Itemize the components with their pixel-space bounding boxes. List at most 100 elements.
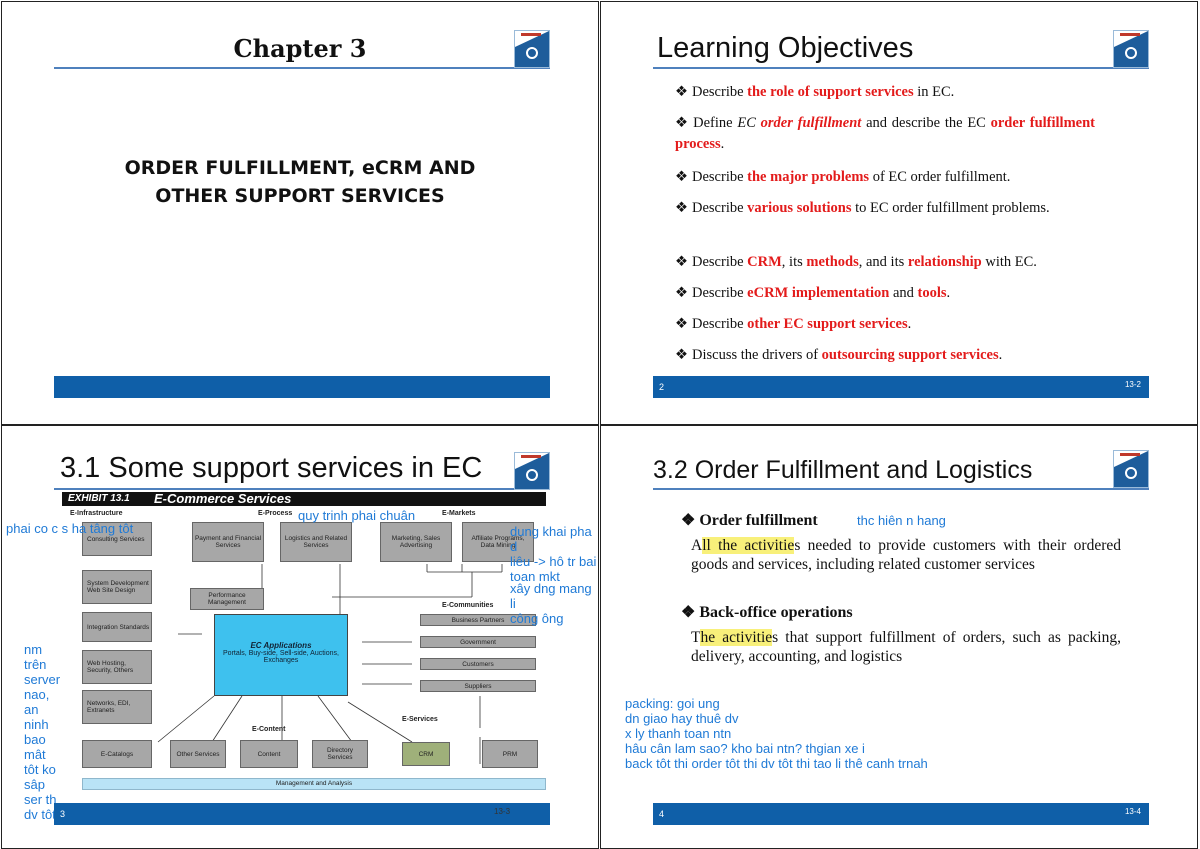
- bullet-icon: ❖: [675, 115, 690, 131]
- section-label: E-Markets: [442, 510, 476, 517]
- ec-applications-text: Portals, Buy-side, Sell-side, Auctions, …: [223, 650, 339, 664]
- page-number: 4: [659, 809, 665, 819]
- objective-text: , and its: [858, 254, 908, 270]
- objective-text: Describe: [692, 254, 748, 270]
- slide-footer: 4 13-4: [653, 803, 1149, 825]
- objective-emphasis: the major problems: [747, 169, 870, 185]
- handwritten-note: dung khai pha d liêu -> hô tr bai toan m…: [510, 524, 598, 584]
- objective-emphasis: other EC support services: [747, 316, 908, 332]
- slide-footer: 2 13-2: [653, 376, 1149, 398]
- slide-code: 13-3: [494, 807, 511, 816]
- note-line: ninh: [24, 717, 49, 732]
- infra-box: System Development Web Site Design: [82, 570, 152, 604]
- heading-text: Order fulfillment: [699, 512, 818, 529]
- note-line: tôt ko: [24, 762, 56, 777]
- objective-text: in EC.: [913, 84, 955, 100]
- service-box: PRM: [482, 740, 538, 768]
- objective-emphasis: order fulfillment process: [675, 115, 1095, 152]
- bullet-icon: ❖: [675, 285, 688, 301]
- text-part: s needed to provide customers with their…: [691, 537, 1121, 573]
- objective-text: to EC order fulfillment problems.: [851, 200, 1050, 216]
- slide-footer: 3 13-3: [54, 803, 550, 825]
- objective-text: Describe: [692, 84, 748, 100]
- note-line: nao,: [24, 687, 50, 702]
- objective-text: with EC.: [981, 254, 1037, 270]
- bullet-icon: ❖: [675, 254, 688, 270]
- exhibit-header: EXHIBIT 13.1 E-Commerce Services: [62, 491, 546, 506]
- objective-text: Discuss the drivers of: [692, 347, 822, 363]
- objective-item: ❖Describe the role of support services i…: [675, 82, 1095, 103]
- community-box: Business Partners: [420, 614, 536, 626]
- objective-italic: EC: [737, 115, 756, 131]
- handwritten-note: thc hiên n hang: [857, 513, 946, 528]
- slide-code: 13-2: [1124, 380, 1141, 389]
- service-box: Directory Services: [312, 740, 368, 768]
- objective-item: ❖Discuss the drivers of outsourcing supp…: [675, 345, 1095, 366]
- exhibit-title: E-Commerce Services: [154, 491, 292, 506]
- objective-emphasis: eCRM implementation: [747, 285, 890, 301]
- note-line: dung khai pha d: [510, 524, 592, 554]
- title-rule: [54, 67, 550, 69]
- page-number: 3: [60, 809, 66, 819]
- publisher-logo-icon: [1113, 450, 1149, 488]
- objective-emphasis: order fulfillment: [760, 115, 862, 131]
- section-label: E-Infrastructure: [70, 510, 123, 517]
- title-rule: [653, 67, 1149, 69]
- publisher-logo-icon: [514, 30, 550, 68]
- process-box: Payment and Financial Services: [192, 522, 264, 562]
- objective-text: .: [720, 136, 725, 152]
- process-box: Logistics and Related Services: [280, 522, 352, 562]
- objective-emphasis: CRM: [747, 254, 782, 270]
- ec-applications-box: EC Applications Portals, Buy-side, Sell-…: [214, 614, 348, 696]
- note-line: dv tôt: [24, 807, 56, 822]
- publisher-logo-icon: [1113, 30, 1149, 68]
- management-bar: Management and Analysis: [82, 778, 546, 790]
- handwritten-note: xây dng mang li công ông: [510, 581, 598, 626]
- slide-footer: [54, 376, 550, 398]
- note-line: công ông: [510, 611, 564, 626]
- note-line: hâu cân lam sao? kho bai ntn? thgian xe …: [625, 741, 865, 756]
- objective-text: .: [946, 285, 951, 301]
- note-line: sâp: [24, 777, 45, 792]
- exhibit-label: EXHIBIT 13.1: [68, 493, 130, 504]
- bullet-heading: ❖ Order fulfillment: [681, 510, 818, 530]
- note-line: back tôt thi order tôt thi dv tôt thi ta…: [625, 756, 928, 771]
- slide-3: 3.1 Some support services in EC EXHIBIT …: [1, 425, 599, 849]
- objective-emphasis: relationship: [907, 254, 982, 270]
- chapter-subtitle: ORDER FULFILLMENT, eCRM AND OTHER SUPPOR…: [2, 154, 598, 210]
- exhibit-connectors: [157, 564, 503, 764]
- text-part: T: [691, 629, 701, 646]
- objective-item: ❖Describe CRM, its methods, and its rela…: [675, 252, 1095, 273]
- objective-text: , its: [781, 254, 807, 270]
- objective-emphasis: various solutions: [747, 200, 852, 216]
- heading-text: Back-office operations: [699, 604, 853, 621]
- handwritten-note: quy trinh phai chuân: [298, 508, 416, 523]
- community-box: Government: [420, 636, 536, 648]
- note-line: an: [24, 702, 39, 717]
- slide-title: 3.1 Some support services in EC: [60, 452, 483, 484]
- note-line: xây dng mang li: [510, 581, 592, 611]
- note-line: trên: [24, 657, 47, 672]
- objective-text: and describe the EC: [861, 115, 991, 131]
- objective-item: ❖Describe other EC support services.: [675, 314, 1095, 335]
- bullet-icon: ❖: [681, 604, 696, 621]
- chapter-title: Chapter 3: [233, 34, 367, 63]
- market-box: Marketing, Sales Advertising: [380, 522, 452, 562]
- title-rule: [653, 488, 1149, 490]
- handwritten-note: nm trên server nao, an ninh bao mât tôt …: [24, 642, 60, 822]
- slide-code: 13-4: [1124, 807, 1141, 816]
- objective-text: of EC order fulfillment.: [869, 169, 1011, 185]
- community-box: Suppliers: [420, 680, 536, 692]
- highlighted-text: ll the activitie: [702, 537, 795, 554]
- slide-title: Learning Objectives: [657, 32, 914, 64]
- service-box: Content: [240, 740, 298, 768]
- objective-text: Describe: [692, 316, 748, 332]
- objective-text: Define: [693, 115, 738, 131]
- bullet-icon: ❖: [675, 316, 688, 332]
- section-label: E-Services: [402, 716, 438, 723]
- objective-item: ❖Describe various solutions to EC order …: [675, 198, 1095, 219]
- bullet-icon: ❖: [675, 169, 688, 185]
- objective-emphasis: tools: [917, 285, 947, 301]
- bullet-icon: ❖: [675, 200, 688, 216]
- bullet-icon: ❖: [681, 512, 696, 529]
